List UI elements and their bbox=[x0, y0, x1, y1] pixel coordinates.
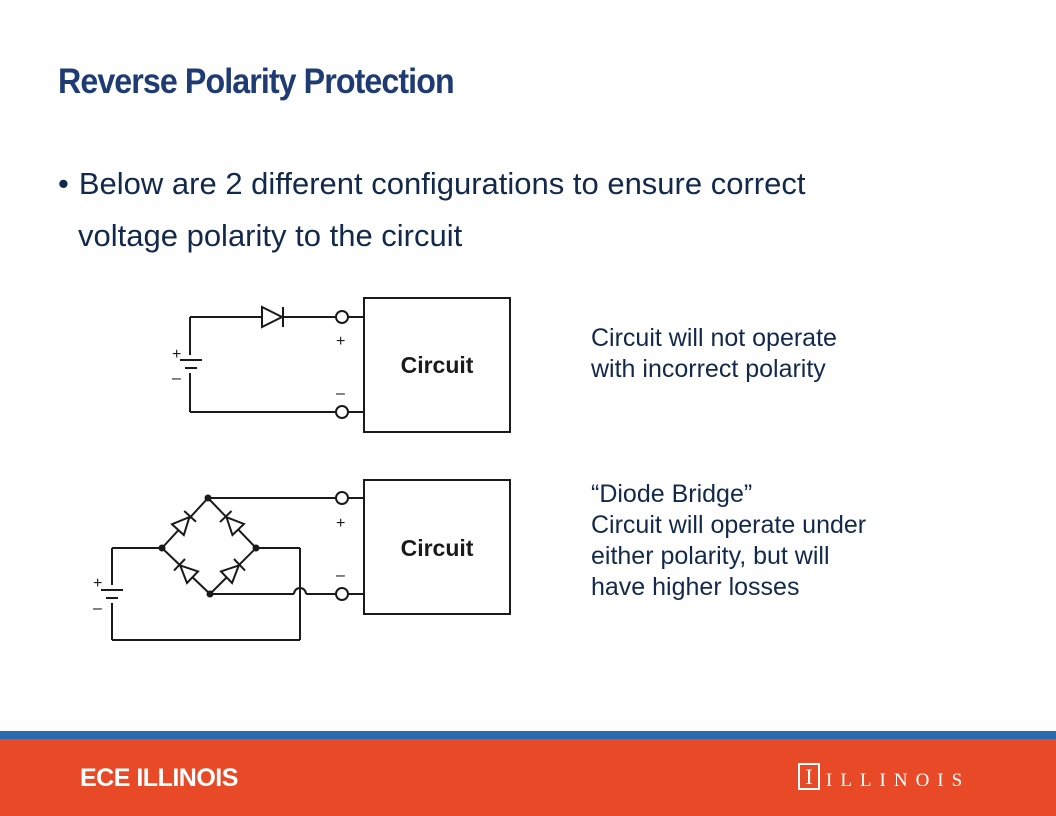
circuit-diagrams: Circuit + – + – Circuit + – + – bbox=[93, 297, 511, 641]
bullet-point: • Below are 2 different configurations to… bbox=[58, 158, 1018, 262]
battery-plus-top: + bbox=[172, 346, 181, 363]
illinois-block-i-logo: I bbox=[798, 763, 820, 790]
bullet-marker: • bbox=[58, 166, 69, 201]
series-diode-diagram bbox=[180, 297, 511, 433]
bullet-line-2: voltage polarity to the circuit bbox=[78, 218, 463, 253]
description-line: with incorrect polarity bbox=[591, 355, 826, 383]
description-line: either polarity, but will bbox=[591, 542, 830, 570]
description-line: “Diode Bridge” bbox=[591, 480, 753, 508]
description-series-diode: Circuit will not operate with incorrect … bbox=[591, 323, 837, 385]
description-diode-bridge: “Diode Bridge” Circuit will operate unde… bbox=[591, 479, 866, 603]
bullet-line-1: Below are 2 different configurations to … bbox=[78, 166, 806, 201]
terminal-plus-top: + bbox=[336, 333, 345, 350]
description-line: have higher losses bbox=[591, 573, 800, 601]
footer-blue-stripe bbox=[0, 731, 1056, 739]
description-line: Circuit will not operate bbox=[591, 324, 837, 352]
diode-bridge-diagram bbox=[101, 479, 511, 641]
circuit-block-label-bottom: Circuit bbox=[401, 535, 474, 561]
battery-plus-bottom: + bbox=[93, 575, 102, 592]
terminal-minus-bottom: – bbox=[336, 567, 345, 584]
terminal-plus-bottom: + bbox=[336, 515, 345, 532]
battery-minus-top: – bbox=[172, 370, 181, 387]
illinois-wordmark: ILLINOIS bbox=[826, 770, 971, 791]
footer-bar bbox=[0, 739, 1056, 816]
terminal-minus-top: – bbox=[336, 385, 345, 402]
description-line: Circuit will operate under bbox=[591, 511, 867, 539]
slide-title: Reverse Polarity Protection bbox=[58, 62, 455, 101]
battery-minus-bottom: – bbox=[93, 600, 102, 617]
ece-illinois-wordmark: ECE ILLINOIS bbox=[80, 764, 238, 792]
circuit-block-label-top: Circuit bbox=[401, 352, 474, 378]
